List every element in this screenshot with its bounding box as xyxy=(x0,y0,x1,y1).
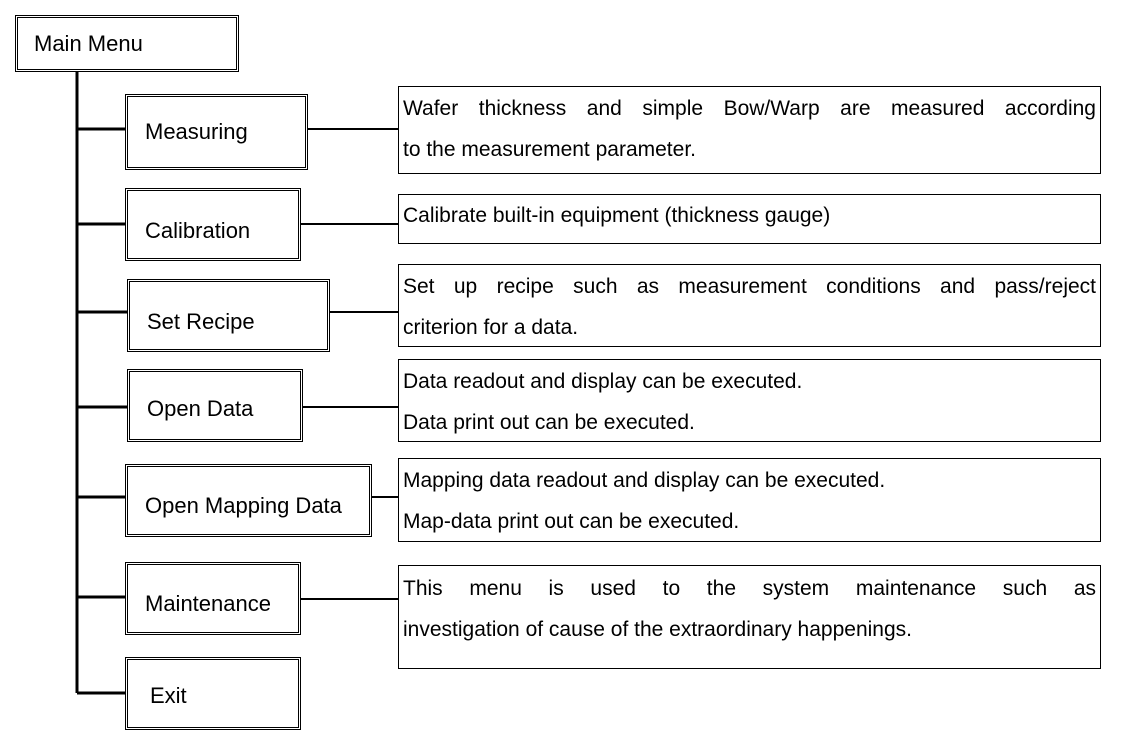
description-maintenance: This menu is used to the system maintena… xyxy=(398,565,1101,669)
menu-item-label: Calibration xyxy=(145,217,251,243)
menu-item-open-mapping-data[interactable]: Open Mapping Data xyxy=(125,464,372,537)
description-calibration: Calibrate built-in equipment (thickness … xyxy=(398,194,1101,244)
menu-item-label: Exit xyxy=(150,682,187,708)
description-open-data: Data readout and display can be executed… xyxy=(398,359,1101,442)
description-line: investigation of cause of the extraordin… xyxy=(403,618,912,641)
description-set-recipe: Set up recipe such as measurement condit… xyxy=(398,264,1101,347)
description-line: criterion for a data. xyxy=(403,316,579,339)
description-line: Map-data print out can be executed. xyxy=(403,510,740,533)
menu-item-set-recipe[interactable]: Set Recipe xyxy=(127,279,330,352)
menu-item-label: Open Data xyxy=(147,396,254,421)
menu-item-calibration[interactable]: Calibration xyxy=(125,188,301,261)
description-line: Wafer thickness and simple Bow/Warp are … xyxy=(403,97,1096,120)
menu-item-maintenance[interactable]: Maintenance xyxy=(125,562,301,635)
menu-item-open-data[interactable]: Open Data xyxy=(127,369,303,442)
description-line: Mapping data readout and display can be … xyxy=(403,469,886,492)
menu-item-label: Open Mapping Data xyxy=(145,493,342,518)
menu-item-label: Set Recipe xyxy=(147,308,255,334)
description-line: Data print out can be executed. xyxy=(403,411,695,434)
description-line: Calibrate built-in equipment (thickness … xyxy=(403,204,831,227)
description-measuring: Wafer thickness and simple Bow/Warp are … xyxy=(398,86,1101,174)
menu-item-label: Measuring xyxy=(145,119,248,144)
description-open-mapping-data: Mapping data readout and display can be … xyxy=(398,458,1101,542)
description-line: to the measurement parameter. xyxy=(403,138,696,161)
menu-item-label: Maintenance xyxy=(145,590,271,616)
description-line: Set up recipe such as measurement condit… xyxy=(403,275,1096,298)
main-menu-box[interactable]: Main Menu xyxy=(15,15,239,72)
description-line: This menu is used to the system maintena… xyxy=(403,577,1096,600)
menu-item-exit[interactable]: Exit xyxy=(125,657,301,730)
description-line: Data readout and display can be executed… xyxy=(403,370,803,393)
main-menu-label: Main Menu xyxy=(34,30,143,56)
menu-item-measuring[interactable]: Measuring xyxy=(125,94,308,170)
